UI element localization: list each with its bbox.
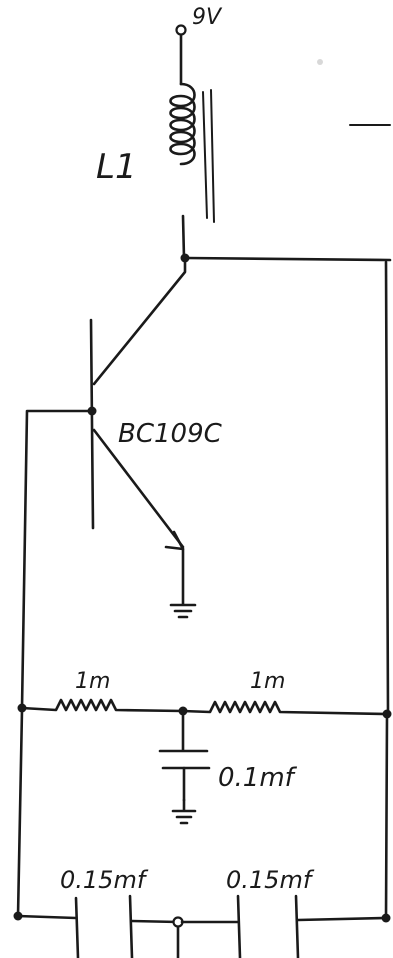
supply-terminal [175, 24, 187, 36]
base-feedback-wire [20, 409, 92, 710]
right-rail [384, 260, 390, 714]
shunt-capacitor [158, 709, 211, 802]
inductor-label: L1 [96, 147, 137, 187]
resistor-left [20, 698, 185, 713]
right-resistor-node [382, 709, 392, 719]
capacitor-right-label: 0.15mf [226, 866, 315, 894]
transistor-label: BC109C [118, 419, 223, 449]
smudge [317, 59, 323, 65]
capacitor-right [180, 894, 388, 958]
shunt-capacitor-ground [171, 798, 197, 825]
supply-label: 9V [192, 5, 223, 30]
emitter-ground [169, 547, 197, 619]
collector-output-wire [185, 256, 392, 262]
resistor-left-label: 1m [75, 669, 110, 694]
inductor-l1 [169, 33, 215, 260]
transistor-bc109c [89, 258, 187, 551]
resistor-right [181, 700, 388, 716]
emitter-arrow [164, 530, 185, 551]
transistor-emitter [92, 428, 185, 549]
resistor-right-label: 1m [250, 669, 285, 694]
shunt-capacitor-label: 0.1mf [218, 763, 298, 793]
capacitor-left-label: 0.15mf [60, 866, 149, 894]
capacitor-left [16, 894, 180, 958]
right-rail-lower [384, 714, 389, 920]
transistor-base-bar [89, 318, 95, 530]
transistor-collector [92, 258, 187, 386]
collector-node [180, 253, 190, 263]
left-rail-lower [16, 708, 24, 918]
base-node [87, 406, 97, 416]
